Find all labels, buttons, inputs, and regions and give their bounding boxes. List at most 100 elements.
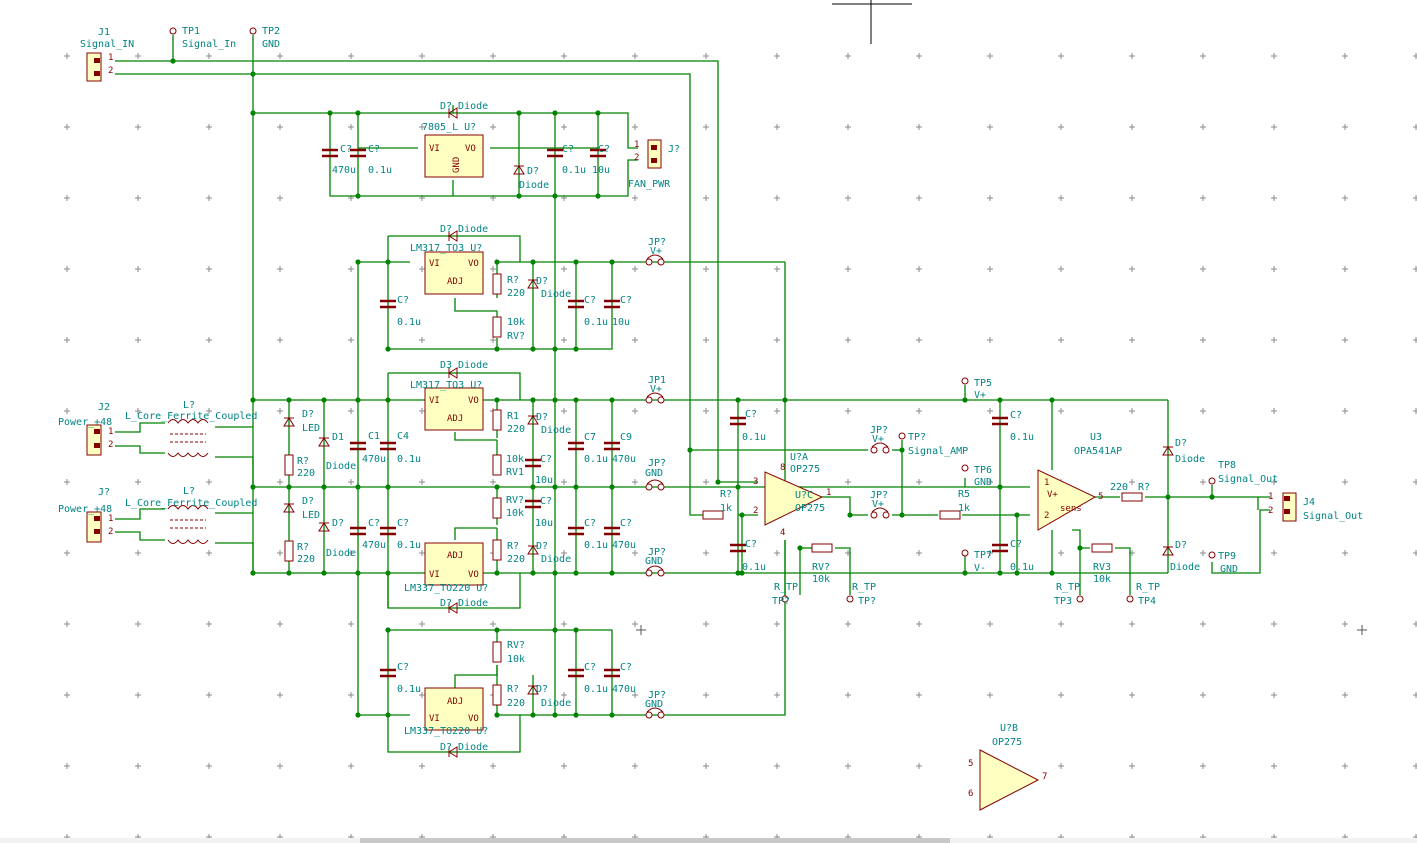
grid-point bbox=[277, 763, 283, 769]
regulator-lm317-top[interactable] bbox=[424, 251, 484, 295]
grid-point bbox=[1342, 550, 1348, 556]
junction bbox=[355, 259, 361, 265]
rout-ref: R? bbox=[1138, 482, 1150, 493]
ctop-o2-ref: C? bbox=[620, 295, 632, 306]
test-point bbox=[1208, 551, 1216, 559]
grid-point bbox=[774, 266, 780, 272]
grid-point bbox=[1413, 550, 1417, 556]
grid-point bbox=[277, 124, 283, 130]
connector-j4[interactable] bbox=[1282, 492, 1297, 522]
grid-point bbox=[419, 337, 425, 343]
l2-value: L_Core_Ferrite_Coupled bbox=[125, 498, 257, 509]
scrollbar-thumb[interactable] bbox=[360, 838, 950, 843]
d7805-val: Diode bbox=[519, 180, 549, 191]
junction-dots bbox=[170, 58, 1215, 718]
regulator-lm317-mid[interactable] bbox=[424, 387, 484, 431]
connector-fan[interactable] bbox=[647, 139, 662, 169]
rled2-val: 220 bbox=[297, 554, 315, 565]
grid-point bbox=[1413, 195, 1417, 201]
tpb-ref: TP? bbox=[858, 596, 876, 607]
cop1-ref: C? bbox=[745, 409, 757, 420]
grid-point bbox=[845, 266, 851, 272]
grid-point bbox=[1342, 408, 1348, 414]
grid-point bbox=[135, 337, 141, 343]
junction bbox=[355, 570, 361, 576]
connector-j1[interactable] bbox=[86, 52, 102, 82]
inductor-l2[interactable] bbox=[167, 505, 209, 544]
junction bbox=[321, 397, 327, 403]
junction bbox=[552, 712, 558, 718]
capacitor bbox=[568, 441, 584, 451]
junction bbox=[962, 570, 968, 576]
grid-point bbox=[135, 479, 141, 485]
grid-point bbox=[135, 266, 141, 272]
jumper bbox=[870, 507, 890, 519]
test-point bbox=[961, 549, 969, 557]
d3-label: D3 Diode bbox=[440, 360, 488, 371]
cu3b-ref: C? bbox=[1010, 539, 1022, 550]
rneg-val: 220 bbox=[507, 554, 525, 565]
grid-point bbox=[703, 408, 709, 414]
regulator-lm337-bot[interactable] bbox=[424, 687, 484, 731]
grid-point bbox=[987, 621, 993, 627]
capacitor bbox=[525, 458, 541, 468]
regulator-lm337-mid[interactable] bbox=[424, 542, 484, 586]
u1c-ref: U?C bbox=[795, 490, 813, 501]
grid-point bbox=[348, 692, 354, 698]
opamp-u1a[interactable] bbox=[764, 471, 824, 526]
grid-point bbox=[64, 53, 70, 59]
grid-point bbox=[1058, 195, 1064, 201]
u1a-value: OP275 bbox=[790, 464, 820, 475]
grid-point bbox=[561, 124, 567, 130]
jp-gnd3-net: GND bbox=[645, 699, 663, 710]
test-point bbox=[846, 595, 854, 603]
junction bbox=[797, 545, 803, 551]
horizontal-scrollbar[interactable] bbox=[0, 838, 1417, 843]
d-lm337mid-label: D? Diode bbox=[440, 598, 488, 609]
grid-point bbox=[632, 550, 638, 556]
junction bbox=[530, 397, 536, 403]
jp-amp1-ref: JP? bbox=[870, 425, 888, 436]
diodes bbox=[283, 107, 1174, 758]
rvop-val: 10k bbox=[812, 574, 830, 585]
u7805-gnd: GND bbox=[452, 157, 462, 173]
tp7-value: V- bbox=[974, 563, 986, 574]
jp-amp1-net: V+ bbox=[872, 434, 884, 445]
grid-point bbox=[348, 763, 354, 769]
grid-point bbox=[1129, 53, 1135, 59]
junction bbox=[530, 259, 536, 265]
jumper bbox=[645, 254, 665, 266]
r1-val: 220 bbox=[507, 424, 525, 435]
cneg2-ref: C? bbox=[397, 518, 409, 529]
capacitor bbox=[992, 543, 1008, 553]
junction bbox=[250, 110, 256, 116]
jumpers bbox=[645, 254, 890, 719]
tpb-value: R_TP bbox=[852, 582, 876, 593]
grid-point bbox=[1413, 692, 1417, 698]
grid-point bbox=[561, 266, 567, 272]
cadj1-ref: C? bbox=[540, 454, 552, 465]
grid-point bbox=[632, 479, 638, 485]
cneg2-val: 0.1u bbox=[397, 540, 421, 551]
d-lm317top-label: D? Diode bbox=[440, 224, 488, 235]
grid-point bbox=[1058, 692, 1064, 698]
connector-j3[interactable] bbox=[86, 511, 102, 543]
junction bbox=[355, 484, 361, 490]
grid-point bbox=[1342, 621, 1348, 627]
cu3a-val: 0.1u bbox=[1010, 432, 1034, 443]
grid-point bbox=[1342, 479, 1348, 485]
junction bbox=[609, 397, 615, 403]
inductor-l1[interactable] bbox=[167, 419, 209, 457]
potentiometer bbox=[811, 543, 833, 553]
regulator-7805[interactable] bbox=[424, 134, 484, 178]
grid-point bbox=[1271, 53, 1277, 59]
c7805-1-ref: C? bbox=[340, 144, 352, 155]
connector-j2[interactable] bbox=[86, 424, 102, 456]
grid-point bbox=[135, 195, 141, 201]
cadj1-val: 10u bbox=[535, 475, 553, 486]
opamp-u3[interactable] bbox=[1037, 469, 1097, 531]
grid-point bbox=[561, 621, 567, 627]
opamp-u1b[interactable] bbox=[979, 749, 1040, 811]
grid-point bbox=[1129, 692, 1135, 698]
